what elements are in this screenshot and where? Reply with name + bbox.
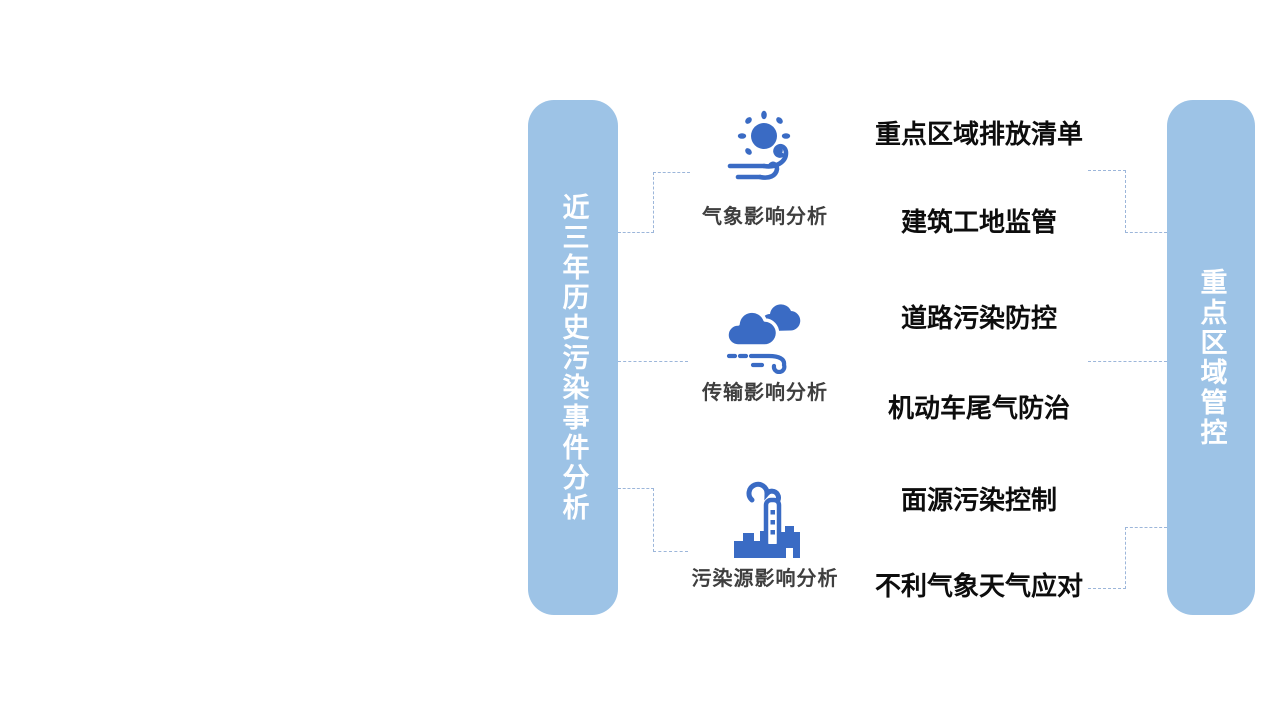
branch-label: 传输影响分析 <box>702 382 828 404</box>
connector-line <box>618 232 654 233</box>
connector-line <box>1125 527 1126 589</box>
connector-line <box>653 172 654 233</box>
connector-line <box>1088 361 1167 362</box>
connector-line <box>1088 588 1126 589</box>
sun-wind-icon <box>687 106 843 198</box>
connector-line <box>618 488 654 489</box>
measure-item: 不利气象天气应对 <box>874 571 1083 601</box>
measure-item: 面源污染控制 <box>900 485 1057 515</box>
branch-transport-analysis: 传输影响分析 <box>687 298 843 405</box>
left-category-label: 近三年历史污染事件分析 <box>558 192 589 523</box>
branch-pollution-source-analysis: 污染源影响分析 <box>687 478 843 591</box>
clouds-wind-icon <box>687 298 843 374</box>
branch-label: 污染源影响分析 <box>691 568 839 590</box>
branch-weather-analysis: 气象影响分析 <box>687 106 843 229</box>
left-category-bar: 近三年历史污染事件分析 <box>528 100 618 615</box>
right-category-label: 重点区域管控 <box>1196 267 1227 448</box>
connector-line <box>653 172 690 173</box>
measure-item: 道路污染防控 <box>900 303 1057 333</box>
branch-label: 气象影响分析 <box>702 206 828 228</box>
connector-line <box>653 488 654 552</box>
connector-line <box>653 551 688 552</box>
measure-item: 重点区域排放清单 <box>874 119 1083 149</box>
measure-item: 机动车尾气防治 <box>887 393 1070 423</box>
connector-line <box>1125 527 1167 528</box>
factory-smoke-icon <box>687 478 843 560</box>
connector-line <box>618 361 688 362</box>
connector-line <box>1125 170 1126 233</box>
connector-line <box>1088 170 1126 171</box>
connector-line <box>1125 232 1167 233</box>
right-category-bar: 重点区域管控 <box>1167 100 1255 615</box>
measure-item: 建筑工地监管 <box>900 207 1057 237</box>
